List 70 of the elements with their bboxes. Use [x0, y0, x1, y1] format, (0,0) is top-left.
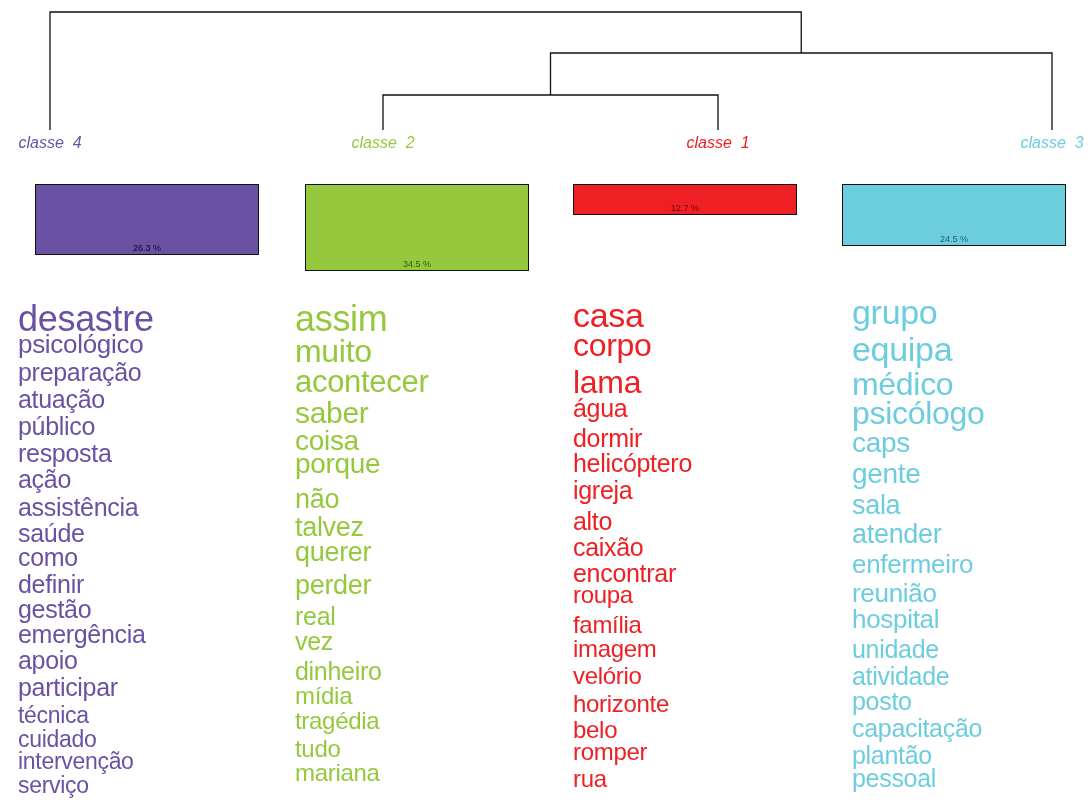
word-label: vez: [295, 628, 333, 654]
word-label: igreja: [573, 477, 633, 503]
word-label: mariana: [295, 761, 380, 786]
class-label: classe 3: [1020, 135, 1084, 151]
word-label: horizonte: [573, 692, 670, 717]
word-label: helicóptero: [573, 450, 692, 476]
word-label: grupo: [852, 294, 938, 329]
word-label: técnica: [18, 703, 89, 727]
word-label: talvez: [295, 513, 364, 541]
word-label: participar: [18, 675, 118, 701]
word-label: definir: [18, 571, 84, 597]
word-label: serviço: [18, 774, 89, 798]
word-label: hospital: [852, 606, 940, 633]
word-label: acontecer: [295, 366, 429, 398]
word-label: apoio: [18, 648, 78, 674]
word-label: resposta: [18, 441, 112, 467]
percentage-label: 26.3 %: [132, 244, 162, 253]
word-label: reunião: [852, 579, 937, 606]
word-label: preparação: [18, 359, 142, 385]
word-label: plantão: [852, 743, 932, 769]
word-label: rua: [573, 766, 607, 791]
word-label: tudo: [295, 736, 341, 761]
word-label: alto: [573, 508, 613, 534]
percentage-bar: [573, 184, 797, 215]
word-label: ação: [18, 467, 71, 493]
word-label: atuação: [18, 386, 105, 412]
percentage-bar: [842, 184, 1066, 246]
word-label: atividade: [852, 663, 950, 689]
word-label: belo: [573, 717, 618, 742]
percentage-bar: [35, 184, 259, 255]
word-label: intervenção: [18, 750, 134, 774]
word-label: capacitação: [852, 716, 983, 742]
word-label: cuidado: [18, 727, 97, 751]
percentage-bar: [305, 184, 529, 271]
word-label: saber: [295, 397, 369, 428]
word-label: não: [295, 485, 340, 513]
class-label: classe 1: [686, 135, 750, 151]
word-label: querer: [295, 538, 372, 566]
word-label: unidade: [852, 636, 939, 662]
word-label: atender: [852, 521, 942, 549]
word-label: velório: [573, 664, 642, 689]
word-label: dormir: [573, 425, 643, 451]
word-label: lama: [573, 365, 642, 398]
word-label: público: [18, 414, 96, 439]
word-label: saúde: [18, 520, 85, 546]
word-label: enfermeiro: [852, 550, 974, 577]
word-label: gente: [852, 459, 921, 488]
word-label: romper: [573, 739, 648, 764]
word-label: equipa: [852, 331, 953, 366]
percentage-label: 12.7 %: [670, 204, 700, 213]
word-label: mídia: [295, 683, 353, 708]
class-label: classe 2: [351, 135, 415, 151]
word-label: real: [295, 603, 336, 629]
word-label: posto: [852, 688, 912, 714]
word-label: perder: [295, 571, 372, 599]
word-label: água: [573, 395, 628, 421]
word-label: assistência: [18, 495, 139, 521]
word-label: imagem: [573, 637, 657, 662]
word-label: tragédia: [295, 708, 380, 733]
word-label: emergência: [18, 622, 146, 648]
word-label: sala: [852, 492, 901, 520]
class-label: classe 4: [18, 135, 82, 151]
word-label: caixão: [573, 535, 644, 560]
percentage-label: 24.5 %: [939, 235, 969, 244]
word-label: dinheiro: [295, 658, 382, 684]
word-label: psicológico: [18, 331, 144, 358]
word-label: como: [18, 544, 78, 570]
percentage-label: 34.5 %: [402, 260, 432, 269]
word-label: gestão: [18, 596, 92, 622]
word-label: família: [573, 613, 642, 637]
